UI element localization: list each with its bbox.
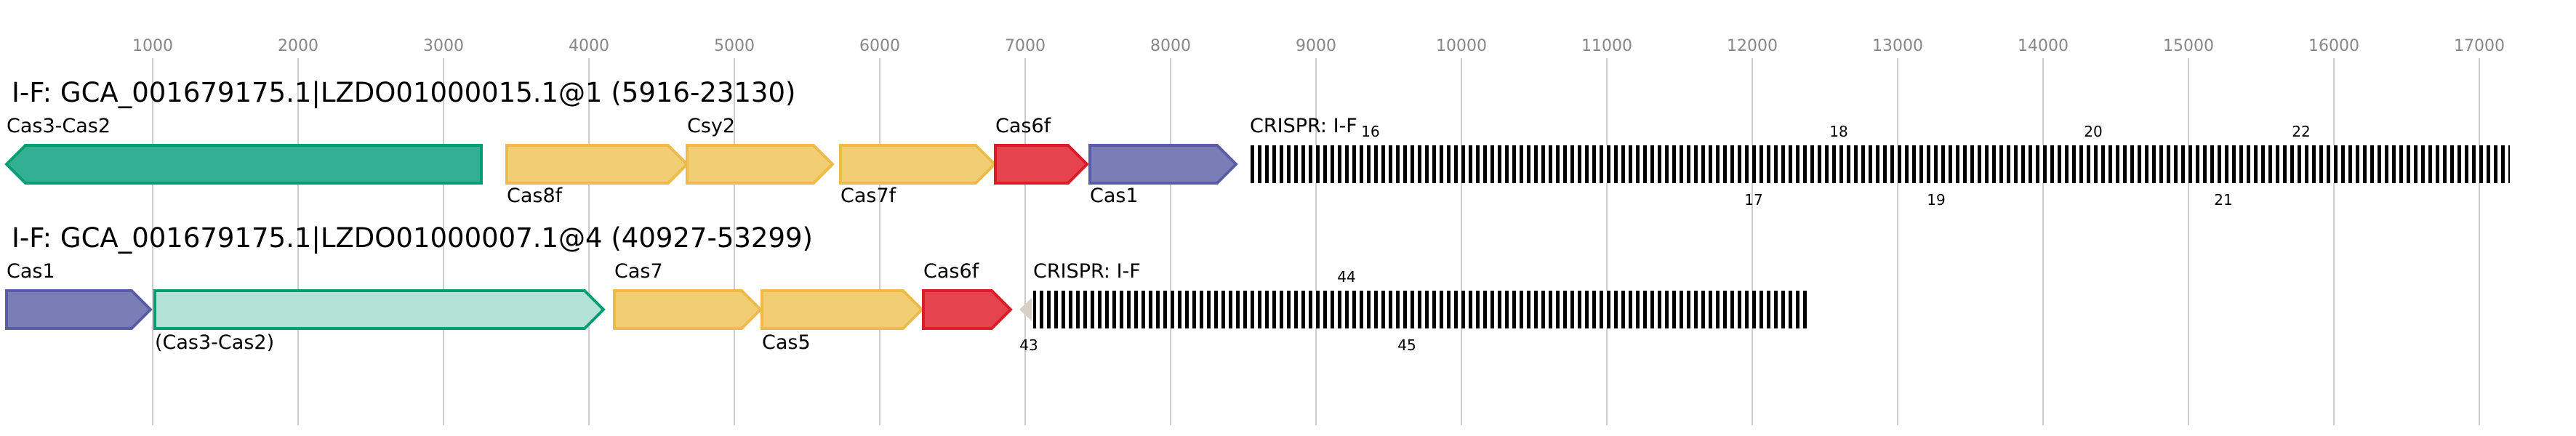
locus-2-title: I-F: GCA_001679175.1|LZDO01000007.1@4 (4…: [12, 222, 813, 254]
repeat-number: 17: [1744, 191, 1762, 209]
repeat-number: 44: [1337, 268, 1355, 286]
repeat-number: 19: [1927, 191, 1945, 209]
gene-arrow-cas6f[interactable]: [922, 289, 1013, 330]
crispr-array[interactable]: [1250, 145, 2510, 183]
gene-label-cas6f: Cas6f: [995, 115, 1052, 137]
gene-label-cas7f: Cas7f: [840, 185, 897, 207]
gene-label-cas5: Cas5: [762, 331, 811, 354]
axis-tick-label: 1000: [132, 37, 173, 55]
axis-tick-label: 10000: [1436, 37, 1487, 55]
crispr-label: CRISPR: I-F: [1250, 115, 1357, 137]
axis-tick-label: 3000: [423, 37, 464, 55]
axis-tick-label: 2000: [278, 37, 318, 55]
axis-tick-label: 11000: [1581, 37, 1632, 55]
gene-arrow-cas7f[interactable]: [839, 144, 997, 185]
gene-arrow-cas7[interactable]: [613, 289, 763, 330]
repeat-number: 21: [2214, 191, 2232, 209]
axis-tick-label: 14000: [2018, 37, 2069, 55]
repeat-number: 43: [1019, 336, 1038, 354]
repeat-number: 45: [1397, 336, 1416, 354]
crispr-label: CRISPR: I-F: [1033, 260, 1141, 283]
axis-tick-label: 5000: [714, 37, 755, 55]
gene-arrow-cas5[interactable]: [761, 289, 924, 330]
gene-arrow-cas3-cas2[interactable]: [4, 144, 483, 185]
axis-tick-label: 8000: [1150, 37, 1191, 55]
repeat-number: 16: [1361, 123, 1379, 140]
axis-grid: 1000 2000 3000 4000 5000 6000 7000 8000 9000 1000…: [132, 37, 2505, 425]
gene-arrow-cas6f[interactable]: [994, 144, 1089, 185]
locus-1-title: I-F: GCA_001679175.1|LZDO01000015.1@1 (5…: [12, 77, 795, 108]
axis-tick-label: 12000: [1727, 37, 1778, 55]
gene-arrow-cas1[interactable]: [1088, 144, 1238, 185]
axis-tick-label: 16000: [2308, 37, 2359, 55]
repeat-number: 18: [1829, 123, 1847, 140]
axis-tick-label: 6000: [859, 37, 900, 55]
gene-arrow-cas3-cas2[interactable]: [153, 289, 606, 330]
gene-label-csy2: Csy2: [687, 115, 735, 137]
gene-label-cas3-cas2: Cas3-Cas2: [7, 115, 111, 137]
axis-tick-label: 4000: [569, 37, 609, 55]
axis-tick-label: 15000: [2163, 37, 2214, 55]
gene-label-cas1: Cas1: [1090, 185, 1139, 207]
gene-label-cas8f: Cas8f: [507, 185, 563, 207]
crispr-array[interactable]: [1033, 291, 1809, 328]
gene-arrow-cas1[interactable]: [5, 289, 153, 330]
gene-label-cas1: Cas1: [7, 260, 55, 283]
gene-label-cas3-cas2: (Cas3-Cas2): [155, 331, 274, 354]
axis-tick-label: 7000: [1005, 37, 1046, 55]
gene-arrow-csy2[interactable]: [686, 144, 835, 185]
axis-tick-label: 13000: [1872, 37, 1923, 55]
small-gene-arrow[interactable]: [1019, 298, 1032, 321]
gene-label-cas6f: Cas6f: [923, 260, 980, 283]
loci: Cas3-Cas2Cas8fCsy2Cas7fCas6fCas1CRISPR: …: [4, 115, 2510, 354]
axis-tick-label: 17000: [2454, 37, 2505, 55]
repeat-number: 20: [2084, 123, 2102, 140]
axis-tick-label: 9000: [1296, 37, 1336, 55]
gene-label-cas7: Cas7: [614, 260, 663, 283]
gene-arrow-cas8f[interactable]: [505, 144, 689, 185]
repeat-number: 22: [2292, 123, 2310, 140]
